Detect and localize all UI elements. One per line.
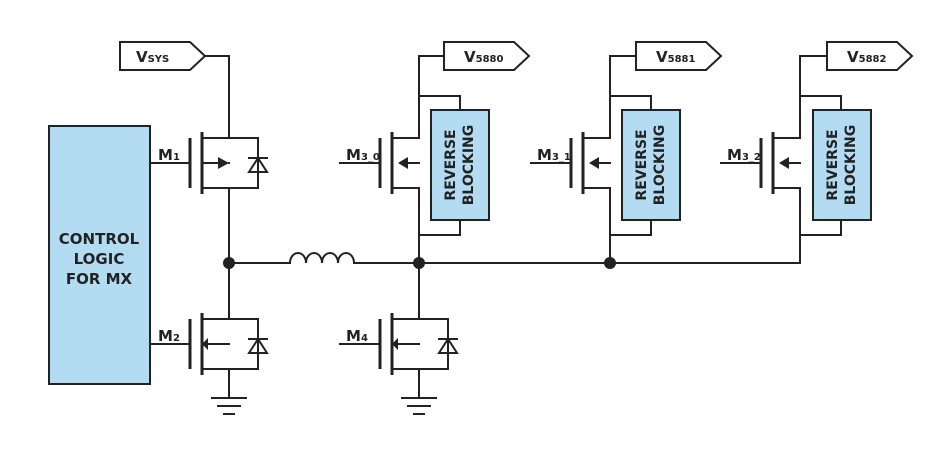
svg-text:V5880: V5880 [464, 48, 503, 66]
rail-tag-5881: V5881 [635, 41, 723, 71]
vsys-main: V [136, 48, 148, 66]
transistor-m2: M2 [149, 262, 269, 397]
m3-1-main: M [537, 146, 552, 164]
m4-sub: 4 [361, 333, 368, 344]
v5880-main: V [464, 48, 476, 66]
svg-text:M1: M1 [158, 146, 180, 164]
m1-sub: 1 [173, 152, 180, 163]
svg-text:M2: M2 [158, 327, 180, 345]
svg-text:M3_1: M3_1 [537, 146, 571, 164]
m1-main: M [158, 146, 173, 164]
m4-main: M [346, 327, 361, 345]
m2-sub: 2 [173, 333, 180, 344]
rail-tag-5880: V5880 [443, 41, 531, 71]
transistor-m3-1: REVERSE BLOCKING M3_1 [530, 95, 681, 264]
vsys-sub: SYS [148, 54, 170, 65]
transistor-m3-0: REVERSE BLOCKING M3_0 [339, 95, 490, 264]
svg-text:M4: M4 [346, 327, 368, 345]
ground-symbol [401, 397, 437, 415]
svg-text:V5881: V5881 [656, 48, 695, 66]
v5882-main: V [847, 48, 859, 66]
blocking-label-line1: REVERSE [443, 129, 459, 200]
blocking-label-line2: BLOCKING [652, 125, 668, 206]
v5882-sub: 5882 [859, 54, 887, 65]
reverse-blocking-block [430, 109, 490, 221]
m3-1-sub: 3_1 [552, 152, 571, 163]
transistor-m3-2: REVERSE BLOCKING M3_2 [720, 95, 872, 264]
m3-0-main: M [346, 146, 361, 164]
control-label-line3: FOR MX [66, 270, 133, 288]
m3-2-main: M [727, 146, 742, 164]
ground-symbol [211, 397, 247, 415]
svg-text:M3_0: M3_0 [346, 146, 380, 164]
m3-2-sub: 3_2 [742, 152, 761, 163]
blocking-label-line2: BLOCKING [843, 125, 859, 206]
rail-tag-5882: V5882 [826, 41, 914, 71]
m3-0-sub: 3_0 [361, 152, 380, 163]
v5880-sub: 5880 [476, 54, 504, 65]
svg-text:V5882: V5882 [847, 48, 886, 66]
blocking-label-line2: BLOCKING [461, 125, 477, 206]
transistor-m4: M4 [339, 262, 459, 397]
reverse-blocking-block [812, 109, 872, 221]
svg-text:VSYS: VSYS [136, 48, 169, 66]
vsys-rail-tag: VSYS [119, 41, 207, 71]
control-label-line2: LOGIC [74, 250, 125, 268]
svg-text:M3_2: M3_2 [727, 146, 761, 164]
reverse-blocking-block [621, 109, 681, 221]
control-logic-block: CONTROL LOGIC FOR MX [48, 125, 151, 385]
blocking-label-line1: REVERSE [825, 129, 841, 200]
m2-main: M [158, 327, 173, 345]
control-label-line1: CONTROL [59, 230, 140, 248]
blocking-label-line1: REVERSE [634, 129, 650, 200]
v5881-sub: 5881 [668, 54, 696, 65]
v5881-main: V [656, 48, 668, 66]
transistor-m1: M1 [149, 132, 269, 264]
inductor [288, 252, 356, 265]
